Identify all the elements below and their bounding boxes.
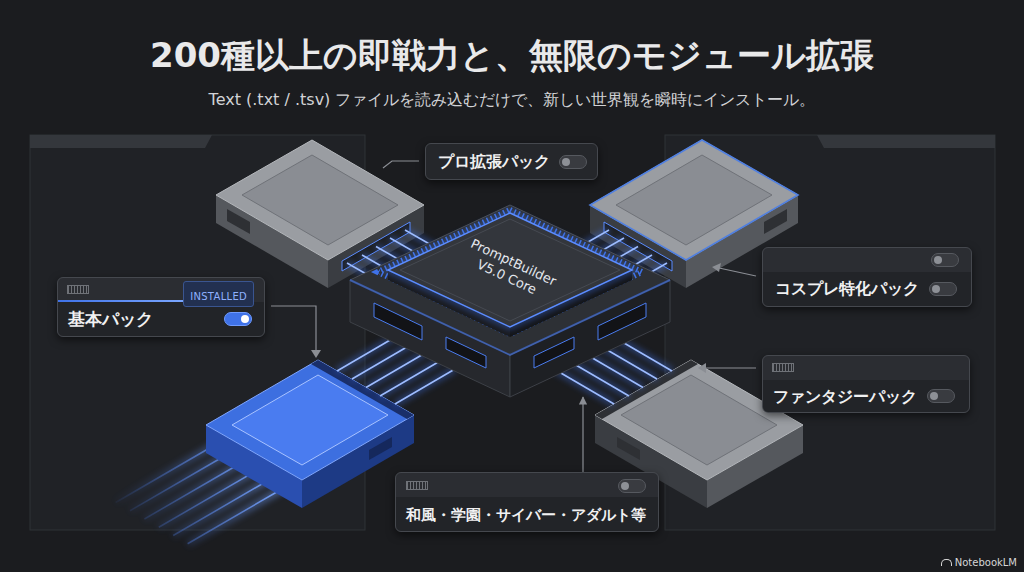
pack-name: ファンタジーパック (773, 386, 917, 408)
pack-card: ファンタジーパック (762, 355, 970, 413)
status-text: INSTALLED (190, 290, 247, 303)
drive-notch (369, 437, 392, 460)
arrowhead (698, 363, 706, 373)
connector (582, 397, 583, 472)
panel-tab (817, 135, 995, 148)
toggle-switch (559, 155, 587, 169)
pack-card: プロ拡張パック (425, 143, 598, 180)
stream-line (173, 478, 273, 536)
leader-lines (271, 161, 756, 368)
pack-card: 和風・学園・サイバー・アダルト等 (395, 472, 659, 532)
stream-line (159, 469, 259, 527)
leader-line (719, 268, 756, 276)
chip-pins (378, 210, 642, 334)
leader-line (271, 306, 316, 351)
pack-name: 基本パック (68, 308, 153, 330)
toggle-switch (927, 389, 955, 403)
status-badge: INSTALLED (183, 281, 254, 307)
chip-icon (772, 363, 794, 372)
chip-top (388, 213, 632, 327)
stream-line (144, 461, 244, 519)
toggle-switch (618, 479, 646, 493)
pack-name: コスプレ特化パック (775, 278, 919, 300)
page-title: 200種以上の即戦力と、無限のモジュール拡張 (0, 34, 1024, 76)
pack-name: 和風・学園・サイバー・アダルト等 (406, 504, 646, 526)
stream-line (116, 445, 216, 503)
chip-glow (388, 213, 632, 327)
watermark-icon (941, 559, 952, 566)
core-chip: PromptBuilder V5.0 Core (350, 205, 670, 397)
core-chip-art (350, 205, 670, 397)
toggle-switch (931, 253, 959, 267)
leader-line (383, 161, 419, 168)
arrowhead (712, 263, 721, 272)
core-label: PromptBuilder V5.0 Core (452, 232, 567, 308)
chip-icon (406, 481, 428, 490)
watermark-text: NotebookLM (955, 557, 1017, 568)
subtitle: Text (.txt / .tsv) ファイルを読み込むだけで、新しい世界観を瞬… (0, 88, 1024, 112)
pack-name: プロ拡張パック (438, 150, 550, 173)
leader-line (705, 367, 756, 368)
chip-icon (67, 285, 89, 294)
panel-tab (30, 135, 212, 148)
stream-line (188, 486, 288, 544)
core-port (446, 337, 486, 368)
stream-line (188, 486, 288, 544)
chip-inset (400, 219, 620, 321)
installed-drive (206, 360, 414, 508)
pack-card: コスプレ特化パック (762, 247, 972, 307)
watermark: NotebookLM (941, 556, 1017, 569)
core-port (598, 303, 646, 340)
pack-card: 基本パック INSTALLED (57, 277, 265, 337)
stream-line (130, 453, 230, 511)
progress-bar (58, 300, 183, 302)
toggle-switch (929, 282, 957, 296)
arrowhead (311, 350, 321, 358)
toggle-switch-on (224, 312, 252, 326)
core-port (534, 337, 574, 368)
core-top (350, 205, 670, 355)
core-port (374, 303, 422, 340)
